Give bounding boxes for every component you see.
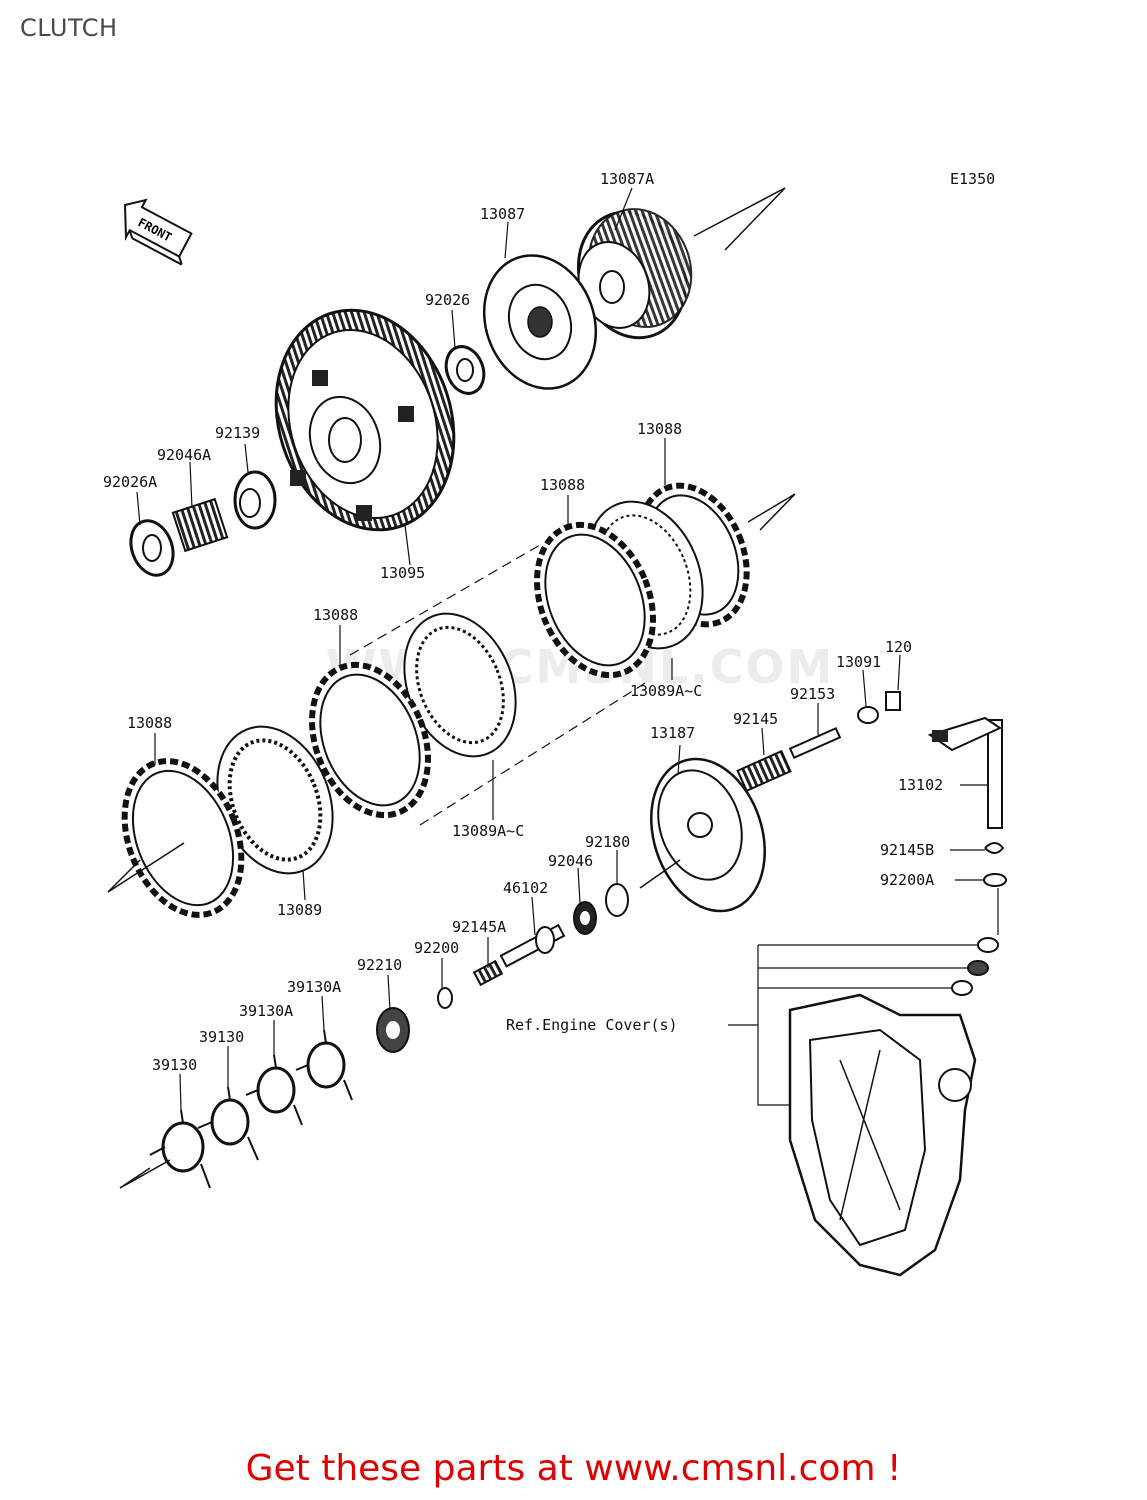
part-label: 13089A~C <box>452 822 524 840</box>
part-labels: 13087A 13087 92026 92139 92046A 92026A 1… <box>103 170 943 1074</box>
part-label: 92210 <box>357 956 402 974</box>
part-39130-shim-c <box>197 1086 259 1161</box>
footer-link[interactable]: Get these parts at www.cmsnl.com ! <box>245 1448 902 1489</box>
part-13187-pressure-plate <box>639 757 766 913</box>
part-13087A-clutch-hub <box>576 187 786 340</box>
part-92145-spring <box>736 749 792 793</box>
page-title: CLUTCH <box>20 14 118 42</box>
part-label: 39130 <box>199 1028 244 1046</box>
part-92046A-needle-bearing <box>171 497 229 553</box>
part-label: 13089 <box>277 901 322 919</box>
part-label: 13095 <box>380 564 425 582</box>
part-13088-friction-plate-b <box>534 521 656 679</box>
part-13091-washer <box>857 706 879 724</box>
part-120-bolt <box>885 691 901 711</box>
part-label: 13091 <box>836 653 881 671</box>
part-label: 92145A <box>452 918 506 936</box>
ref-engine-cover-label: Ref.Engine Cover(s) <box>506 1016 678 1034</box>
part-92145A-spring <box>472 959 504 987</box>
part-13095-clutch-housing <box>274 308 456 532</box>
part-label: 92200A <box>880 871 934 889</box>
part-label: 46102 <box>503 879 548 897</box>
leader-lines <box>136 187 999 1111</box>
part-label: 13087A <box>600 170 654 188</box>
part-92200A-washer <box>983 873 1007 887</box>
engine-cover-seals <box>951 937 999 996</box>
part-label: 92200 <box>414 939 459 957</box>
part-92180-washer <box>605 883 629 917</box>
part-13087-plate <box>482 254 598 390</box>
part-39130-shim-d <box>119 1109 211 1189</box>
part-label: 92046A <box>157 446 211 464</box>
part-label: 13088 <box>127 714 172 732</box>
part-39130A-shim-b <box>245 1054 303 1126</box>
part-92210-seal <box>376 1007 410 1053</box>
part-label: 13088 <box>540 476 585 494</box>
part-label: 92026 <box>425 291 470 309</box>
part-92200-washer <box>437 987 453 1009</box>
part-label: 92180 <box>585 833 630 851</box>
part-label: 92026A <box>103 473 157 491</box>
front-arrow-icon: FRONT <box>123 198 193 266</box>
part-92026-washer <box>444 345 486 395</box>
part-92046-bearing <box>573 901 597 935</box>
part-label: 92145 <box>733 710 778 728</box>
part-label: 92145B <box>880 841 934 859</box>
diagram-code: E1350 <box>950 170 995 188</box>
part-92145B-spring <box>984 842 1005 854</box>
part-label: 120 <box>885 638 912 656</box>
part-46102-push-rod <box>499 923 566 968</box>
part-label: 39130A <box>239 1002 293 1020</box>
part-39130A-shim-a <box>295 1029 353 1101</box>
part-label: 39130 <box>152 1056 197 1074</box>
part-label: 13088 <box>313 606 358 624</box>
part-label: 13088 <box>637 420 682 438</box>
part-label: 92046 <box>548 852 593 870</box>
part-13088-friction-plate-c <box>309 661 431 819</box>
part-label: 13089A~C <box>630 682 702 700</box>
part-13088-friction-plate-d <box>107 758 245 918</box>
part-92139-collar <box>233 470 277 530</box>
part-13102-lever-shaft <box>927 716 1003 829</box>
part-label: 13087 <box>480 205 525 223</box>
part-13089-steel-plate-b <box>403 612 517 758</box>
part-label: 13102 <box>898 776 943 794</box>
part-label: 13187 <box>650 724 695 742</box>
part-label: 92153 <box>790 685 835 703</box>
part-92153-bolt <box>788 726 842 760</box>
part-label: 39130A <box>287 978 341 996</box>
part-engine-cover <box>788 993 977 1277</box>
part-label: 92139 <box>215 424 260 442</box>
part-92026A-washer <box>129 519 175 577</box>
